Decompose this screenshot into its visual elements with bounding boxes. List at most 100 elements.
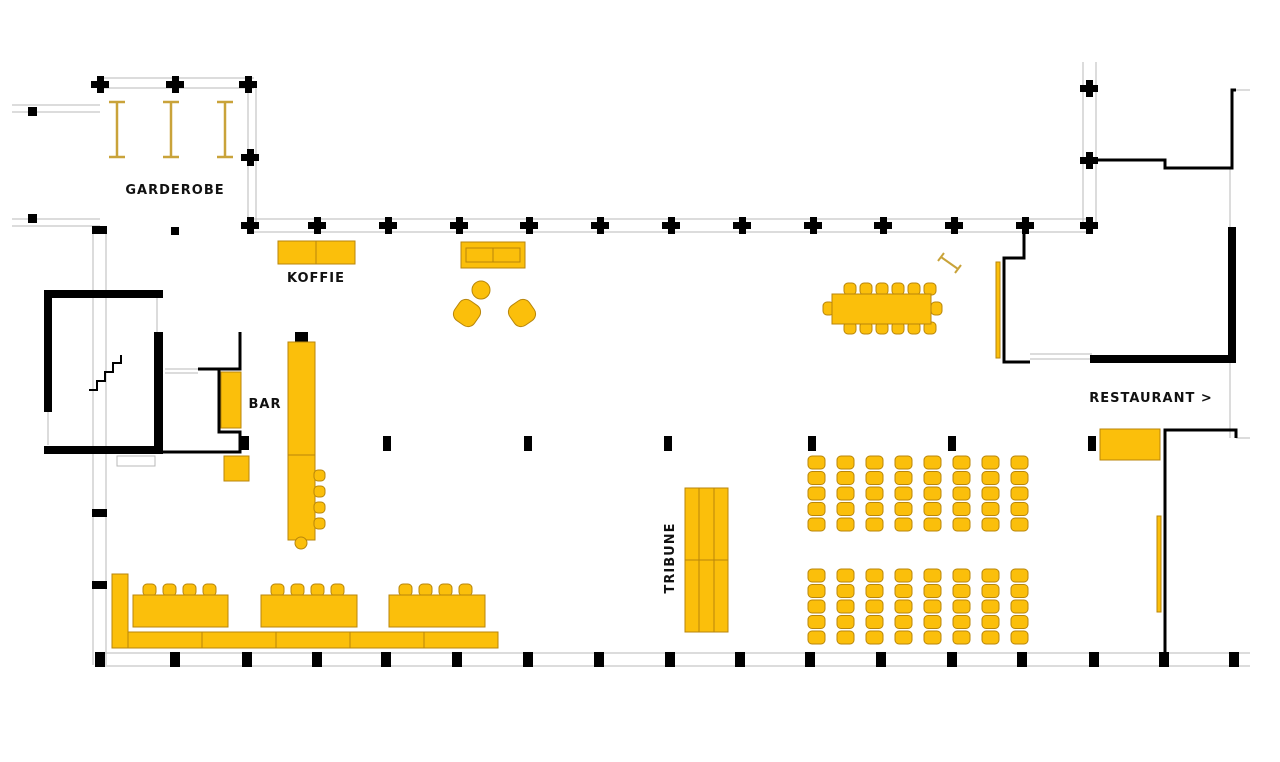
- meeting-table: [822, 282, 943, 335]
- audience-chair: [981, 455, 1000, 470]
- audience-chair: [807, 584, 826, 598]
- audience-chair: [894, 599, 913, 614]
- chair: [182, 583, 197, 597]
- audience-chair: [865, 455, 884, 470]
- column: [92, 226, 107, 234]
- audience-chair: [1010, 502, 1029, 516]
- audience-chair: [923, 517, 942, 532]
- column: [874, 217, 892, 234]
- column: [95, 652, 105, 667]
- restaurant-area: RESTAURANT >: [1089, 391, 1213, 613]
- column: [947, 652, 957, 667]
- audience-chair: [836, 486, 855, 501]
- chair: [923, 282, 937, 296]
- audience-chair: [836, 630, 855, 645]
- chair: [458, 583, 473, 597]
- workbench: [132, 583, 229, 628]
- column: [1016, 217, 1034, 234]
- audience-seating: [807, 455, 1029, 645]
- audience-chair: [836, 517, 855, 532]
- audience-chair: [836, 502, 855, 516]
- audience-chair: [865, 615, 884, 629]
- restaurant-label: RESTAURANT >: [1089, 391, 1213, 406]
- column: [239, 76, 257, 93]
- audience-chair: [952, 486, 971, 501]
- back-bar: [220, 371, 242, 429]
- audience-chair: [1010, 455, 1029, 470]
- audience-chair: [865, 517, 884, 532]
- audience-chair: [894, 455, 913, 470]
- chair: [290, 583, 305, 597]
- audience-chair: [894, 568, 913, 583]
- column: [91, 76, 109, 93]
- koffie-label: KOFFIE: [287, 271, 345, 286]
- column: [735, 652, 745, 667]
- column: [520, 217, 538, 234]
- audience-chair: [894, 615, 913, 629]
- column: [876, 652, 886, 667]
- column: [591, 217, 609, 234]
- audience-chair: [923, 455, 942, 470]
- audience-chair: [894, 517, 913, 532]
- chair: [930, 301, 943, 316]
- window-lines: [12, 62, 1250, 667]
- audience-chair: [923, 630, 942, 645]
- column: [665, 652, 675, 667]
- chair: [859, 282, 873, 296]
- audience-chair: [807, 471, 826, 485]
- audience-chair: [807, 630, 826, 645]
- audience-chair: [981, 599, 1000, 614]
- column: [92, 581, 107, 589]
- audience-chair: [807, 486, 826, 501]
- audience-chair: [981, 471, 1000, 485]
- audience-chair: [923, 471, 942, 485]
- audience-chair: [1010, 568, 1029, 583]
- coffee-table: [471, 280, 491, 300]
- audience-chair: [836, 568, 855, 583]
- column: [242, 652, 252, 667]
- column: [1089, 652, 1099, 667]
- tribune-label: TRIBUNE: [663, 523, 678, 594]
- column: [170, 652, 180, 667]
- audience-chair: [952, 584, 971, 598]
- audience-chair: [807, 455, 826, 470]
- chair: [202, 583, 217, 597]
- wall-shelf: [995, 261, 1001, 359]
- audience-chair: [836, 471, 855, 485]
- koffie-area: KOFFIE: [277, 240, 356, 286]
- column: [241, 149, 259, 166]
- chair: [875, 282, 889, 296]
- bar-stool: [313, 517, 326, 530]
- bar-stool: [313, 485, 326, 498]
- audience-chair: [836, 599, 855, 614]
- lounge-chair: [452, 298, 482, 328]
- column: [662, 217, 680, 234]
- chair: [907, 282, 921, 296]
- column: [805, 652, 815, 667]
- audience-chair: [836, 455, 855, 470]
- audience-chair: [1010, 584, 1029, 598]
- bar-label: BAR: [249, 397, 282, 412]
- audience-chair: [952, 455, 971, 470]
- garderobe-label: GARDEROBE: [125, 183, 224, 198]
- column: [945, 217, 963, 234]
- chair: [330, 583, 345, 597]
- audience-chair: [1010, 486, 1029, 501]
- audience-chair: [807, 599, 826, 614]
- bench-end: [111, 573, 129, 649]
- audience-chair: [865, 486, 884, 501]
- long-bench: [127, 631, 499, 649]
- audience-chair: [1010, 471, 1029, 485]
- column: [452, 652, 462, 667]
- audience-chair: [981, 615, 1000, 629]
- column: [379, 217, 397, 234]
- audience-chair: [923, 584, 942, 598]
- audience-chair: [865, 471, 884, 485]
- tribune-area: TRIBUNE: [663, 487, 729, 633]
- chair: [162, 583, 177, 597]
- bar-area: BAR: [220, 332, 326, 550]
- audience-chair: [952, 568, 971, 583]
- column: [450, 217, 468, 234]
- column: [1080, 152, 1098, 169]
- column: [1017, 652, 1027, 667]
